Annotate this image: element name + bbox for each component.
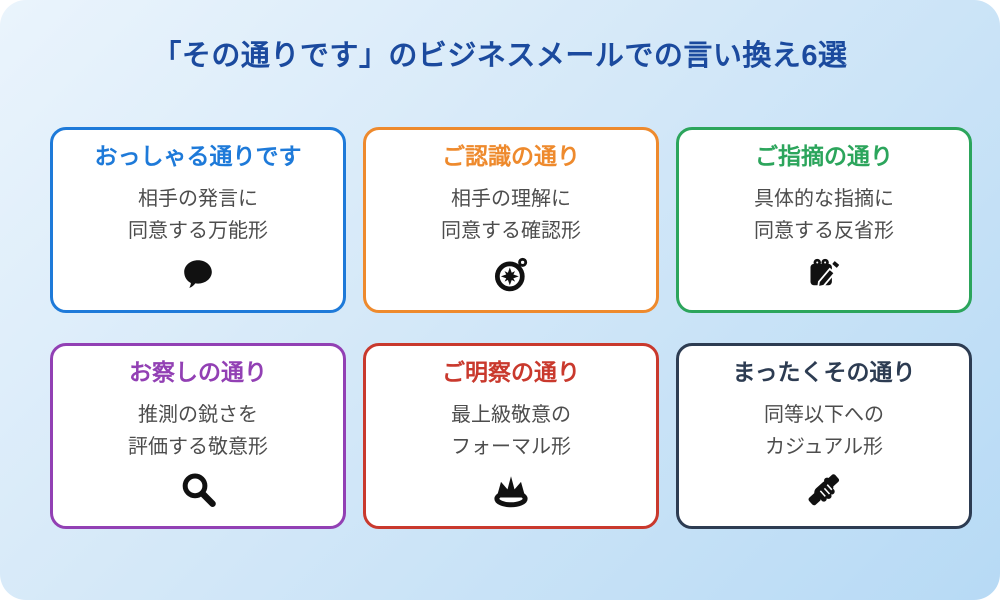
- card-title: お察しの通り: [129, 359, 267, 386]
- card-gomeisatsu: ご明察の通り 最上級敬意のフォーマル形: [363, 343, 659, 529]
- card-title: ご指摘の通り: [755, 143, 893, 170]
- card-description: 相手の理解に同意する確認形: [441, 187, 581, 243]
- card-description: 推測の鋭さを評価する敬意形: [128, 403, 268, 459]
- card-description: 最上級敬意のフォーマル形: [451, 403, 571, 459]
- speech-bubble-icon: [181, 255, 215, 293]
- compass-icon: [492, 255, 530, 293]
- crown-icon: [491, 471, 531, 509]
- card-title: ご認識の通り: [442, 143, 580, 170]
- page-title: 「その通りです」のビジネスメールでの言い換え6選: [152, 40, 848, 72]
- card-title: おっしゃる通りです: [94, 143, 302, 170]
- memo-pencil-icon: [806, 255, 842, 293]
- card-goninshiki: ご認識の通り 相手の理解に同意する確認形: [363, 127, 659, 313]
- card-description: 具体的な指摘に同意する反省形: [754, 187, 894, 243]
- card-description: 同等以下へのカジュアル形: [764, 403, 884, 459]
- magnifier-icon: [179, 471, 217, 509]
- card-description: 相手の発言に同意する万能形: [128, 187, 268, 243]
- card-title: まったくその通り: [732, 359, 916, 386]
- card-osasshi: お察しの通り 推測の鋭さを評価する敬意形: [50, 343, 346, 529]
- card-mattaku: まったくその通り 同等以下へのカジュアル形: [676, 343, 972, 529]
- card-title: ご明察の通り: [442, 359, 580, 386]
- card-ossharu-toori: おっしゃる通りです 相手の発言に同意する万能形: [50, 127, 346, 313]
- card-grid: おっしゃる通りです 相手の発言に同意する万能形 ご認識の通り 相手の理解に同意す…: [50, 127, 972, 529]
- card-goshiteki: ご指摘の通り 具体的な指摘に同意する反省形: [676, 127, 972, 313]
- handshake-icon: [805, 471, 843, 509]
